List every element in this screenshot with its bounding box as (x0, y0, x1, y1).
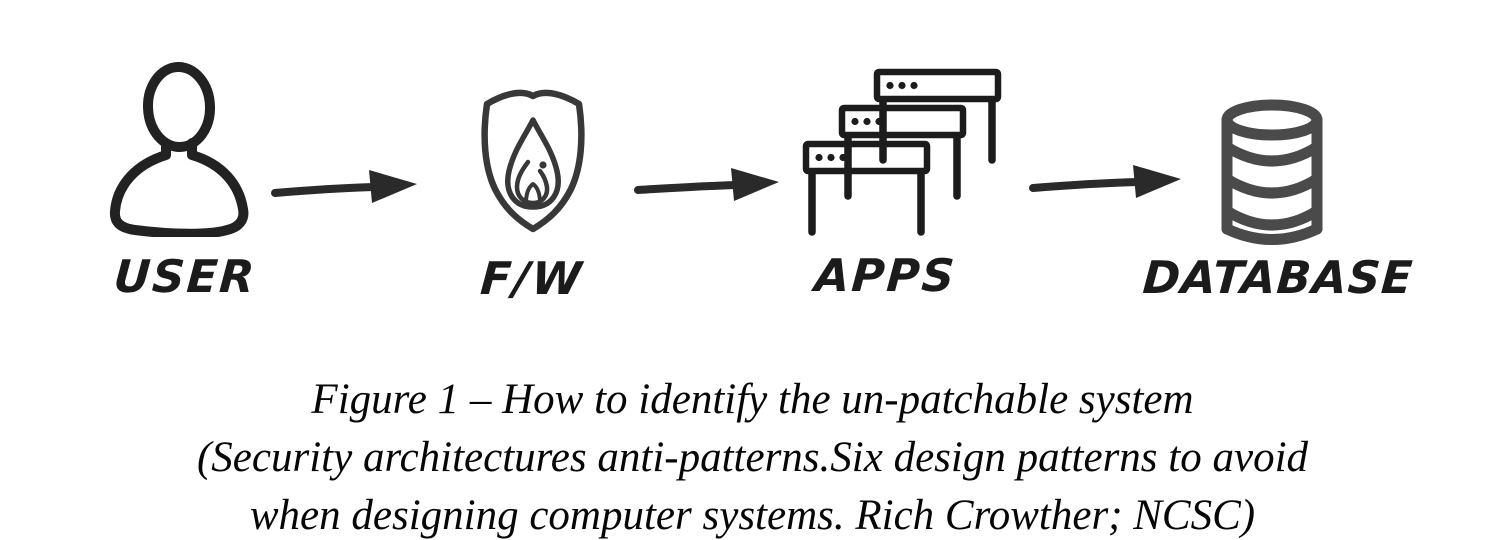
firewall-shield-flame-icon (481, 89, 585, 233)
figure-caption-line-1: Figure 1 – How to identify the un-patcha… (311, 376, 1194, 423)
node-label-user: USER (111, 250, 259, 303)
figure-caption-line-2: (Security architectures anti-patterns.Si… (196, 434, 1309, 481)
app-window-icon (802, 140, 931, 236)
figure-caption-line-3: when designing computer systems. Rich Cr… (249, 492, 1256, 539)
arrow-icon (634, 168, 779, 201)
stacked-app-windows-icon (800, 66, 1006, 238)
figure-caption: Figure 1 – How to identify the un-patcha… (0, 371, 1505, 540)
user-person-icon (109, 62, 249, 237)
node-label-firewall: F/W (478, 252, 586, 305)
database-cylinder-icon (1221, 99, 1323, 245)
arrow-icon (1029, 165, 1181, 198)
node-label-apps: APPS (813, 249, 958, 302)
arrow-icon (271, 170, 417, 203)
node-label-database: DATABASE (1141, 251, 1415, 304)
